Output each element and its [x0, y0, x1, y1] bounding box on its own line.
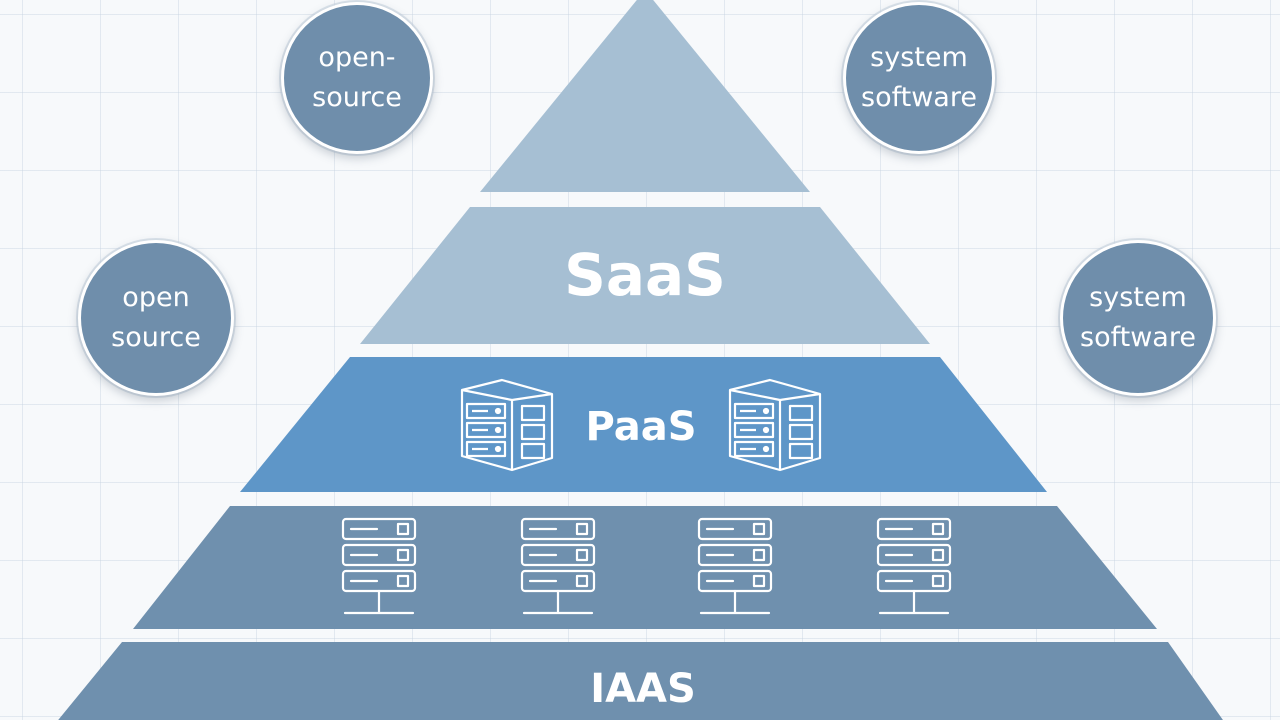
bubble-text: open- source [312, 42, 402, 113]
bubble-open-source-mid: open source [78, 240, 234, 396]
server-stack-icon [460, 378, 554, 472]
iaas-label: IAAS [590, 666, 696, 712]
bubble-text: open source [111, 282, 201, 353]
saas-label: SaaS [564, 241, 726, 309]
pyramid-tier-saas [360, 207, 930, 344]
bubble-open-source-top: open- source [281, 2, 433, 154]
paas-label: PaaS [585, 404, 696, 450]
bubble-text: system software [861, 42, 977, 113]
bubble-system-software-mid: system software [1060, 240, 1216, 396]
pyramid-tier-servers [133, 506, 1157, 629]
server-rack-icon [520, 517, 596, 615]
server-rack-icon [876, 517, 952, 615]
server-rack-icon [697, 517, 773, 615]
pyramid-tier-top [480, 0, 810, 192]
pyramid-tier-paas [240, 357, 1047, 492]
bubble-text: system software [1080, 282, 1196, 353]
bubble-system-software-top: system software [843, 2, 995, 154]
server-rack-icon [341, 517, 417, 615]
server-stack-icon [728, 378, 822, 472]
pyramid-tier-iaas [58, 642, 1223, 720]
